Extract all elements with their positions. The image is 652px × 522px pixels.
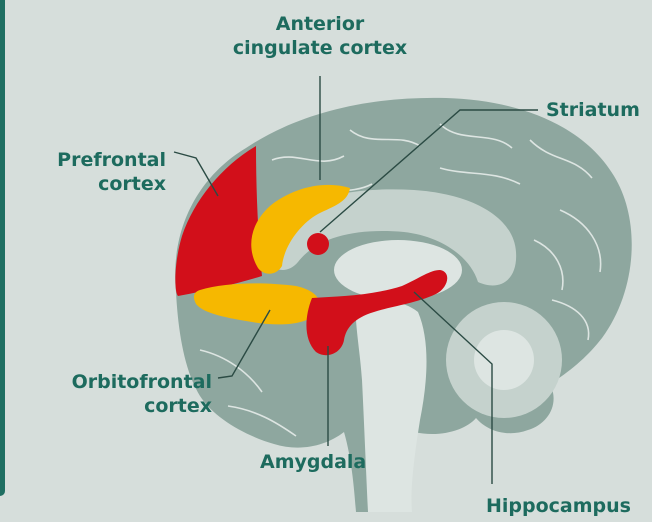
label-ofc-line2: cortex bbox=[36, 394, 212, 418]
label-acc: Anterior cingulate cortex bbox=[230, 12, 410, 60]
label-acc-line1: Anterior bbox=[230, 12, 410, 36]
label-striatum: Striatum bbox=[546, 98, 640, 122]
label-ofc: Orbitofrontal cortex bbox=[36, 370, 212, 418]
label-amygdala: Amygdala bbox=[260, 450, 366, 474]
prefrontal-cortex-region bbox=[175, 146, 262, 296]
cerebellum-core bbox=[474, 330, 534, 390]
label-pfc-line1: Prefrontal bbox=[34, 148, 166, 172]
label-pfc: Prefrontal cortex bbox=[34, 148, 166, 196]
label-hippocampus: Hippocampus bbox=[486, 494, 631, 518]
label-pfc-line2: cortex bbox=[34, 172, 166, 196]
label-acc-line2: cingulate cortex bbox=[230, 36, 410, 60]
striatum-region bbox=[307, 233, 329, 255]
label-ofc-line1: Orbitofrontal bbox=[36, 370, 212, 394]
